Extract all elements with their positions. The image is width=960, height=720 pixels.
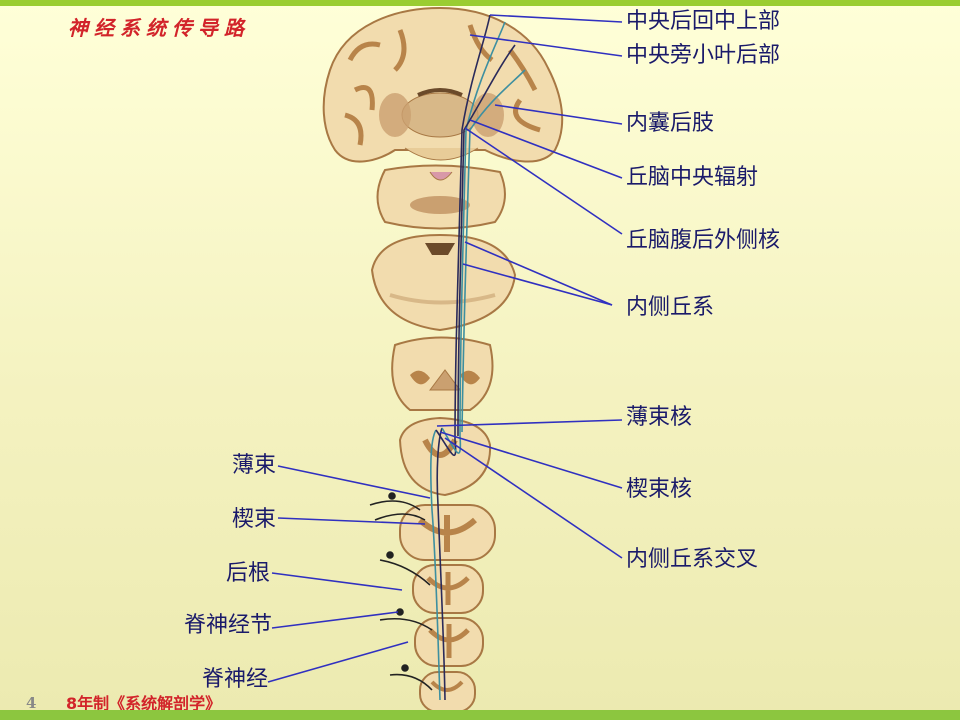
label-internal-capsule: 内囊后肢 <box>626 111 715 136</box>
label-thalamic-radiation: 丘脑中央辐射 <box>626 165 759 190</box>
bottom-accent-bar <box>0 710 960 720</box>
slide-title: 神经系统传导路 <box>68 16 250 40</box>
page-number: 4 <box>26 694 37 712</box>
label-fasciculus-gracilis: 薄束 <box>231 453 276 478</box>
spinal-cord-segments <box>399 504 496 713</box>
label-fasciculus-cuneatus: 楔束 <box>231 507 276 532</box>
label-dorsal-root: 后根 <box>225 561 270 586</box>
lower-medulla-section <box>398 416 492 497</box>
label-medial-lemniscus: 内侧丘系 <box>626 295 715 320</box>
midbrain-section <box>376 164 506 230</box>
dorsal-roots-ganglia <box>369 492 433 691</box>
label-spinal-ganglion: 脊神经节 <box>183 613 272 638</box>
leader-lines <box>267 14 623 683</box>
label-vpl-nucleus: 丘脑腹后外侧核 <box>626 228 781 253</box>
label-gracile-nucleus: 薄束核 <box>626 405 693 430</box>
label-cuneate-nucleus: 楔束核 <box>626 477 693 502</box>
label-paracentral-lobule: 中央旁小叶后部 <box>626 43 781 68</box>
footer-text: 8年制《系统解剖学》 <box>66 694 222 713</box>
label-postcentral-gyrus: 中央后回中上部 <box>626 9 781 34</box>
top-accent-bar <box>0 0 960 6</box>
upper-medulla-section <box>391 336 494 411</box>
label-lemniscal-decussation: 内侧丘系交叉 <box>626 547 759 572</box>
ascending-fibers <box>430 14 526 701</box>
pons-section <box>370 233 517 332</box>
label-spinal-nerve: 脊神经 <box>201 667 268 692</box>
brain-section <box>322 6 564 163</box>
